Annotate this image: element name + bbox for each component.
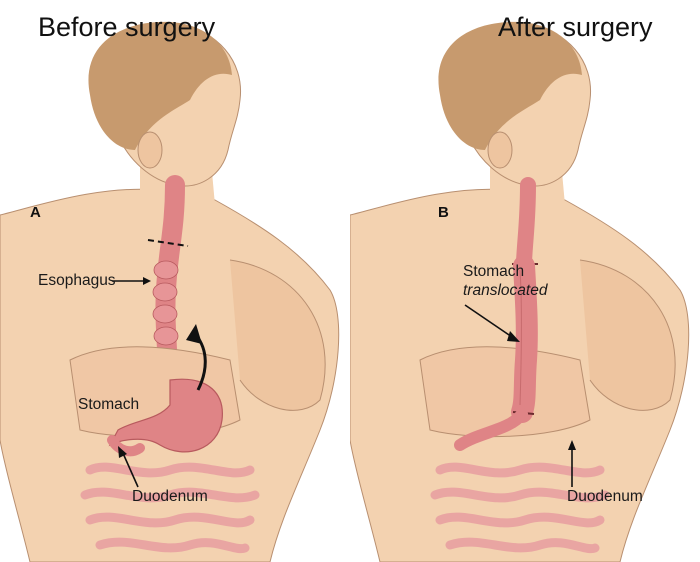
panel-b-letter: B xyxy=(438,204,449,221)
translocated-label: translocated xyxy=(463,282,547,300)
before-surgery-panel: Before surgery A Esophagus Stomach Duode… xyxy=(0,0,350,562)
after-surgery-panel: After surgery B Stomach translocated Duo… xyxy=(350,0,700,562)
stomach-label: Stomach xyxy=(463,263,524,281)
after-surgery-heading: After surgery xyxy=(498,12,653,43)
panel-a-letter: A xyxy=(30,204,41,221)
after-surgery-illustration xyxy=(350,0,700,562)
stomach-label: Stomach xyxy=(78,396,139,414)
esophagus-remnant xyxy=(524,185,528,262)
esophagus-label: Esophagus xyxy=(38,272,116,290)
before-surgery-heading: Before surgery xyxy=(38,12,215,43)
duodenum-label: Duodenum xyxy=(567,488,643,506)
duodenum-label: Duodenum xyxy=(132,488,208,506)
